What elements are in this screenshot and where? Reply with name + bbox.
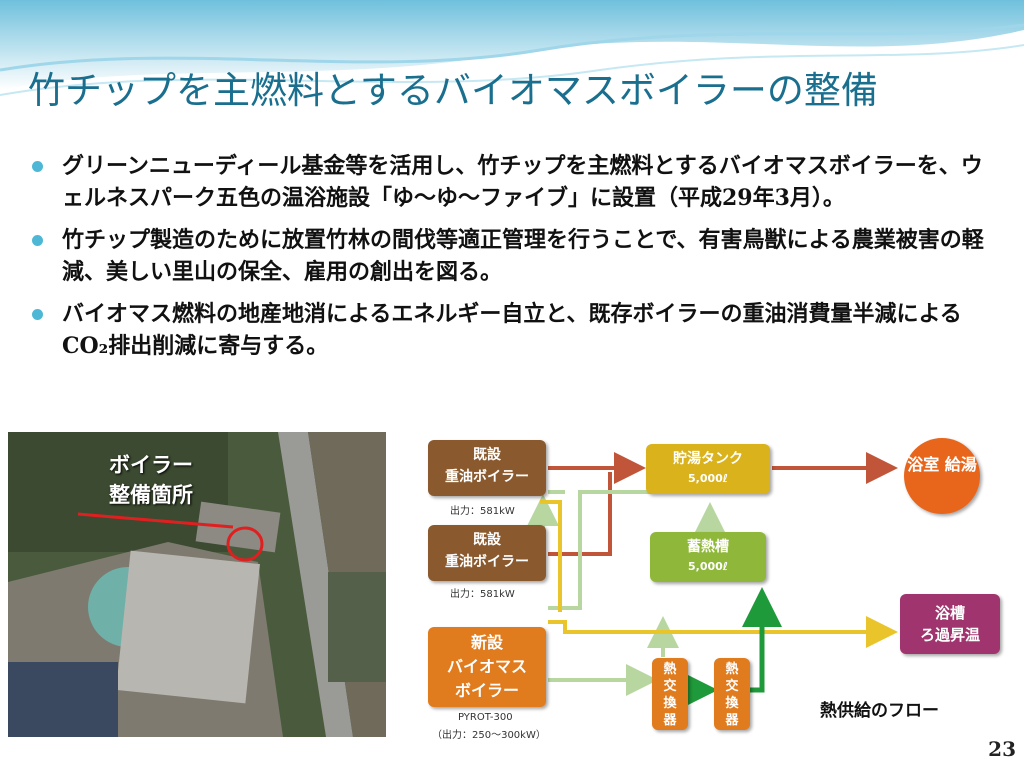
box-label: 5,000ℓ xyxy=(688,560,728,573)
heat-exchanger-2: 熱交換器 xyxy=(714,658,750,730)
box-label: ろ過昇温 xyxy=(919,626,980,644)
box-label: 既設 xyxy=(473,532,501,548)
box-label: 重油ボイラー xyxy=(445,554,529,570)
flow-arrows xyxy=(527,452,898,710)
aerial-photo-drawing xyxy=(8,432,386,737)
box-label: 貯湯タンク xyxy=(673,451,743,467)
bullet-list: グリーンニューディール基金等を活用し、竹チップを主燃料とするバイオマスボイラーを… xyxy=(32,150,992,372)
box-label: 5,000ℓ xyxy=(688,472,728,485)
box-label: 新設 xyxy=(470,633,503,652)
aerial-photo: ボイラー 整備箇所 xyxy=(8,432,386,737)
boiler-2-caption: 出力：581kW xyxy=(450,589,515,600)
bullet-dot-icon xyxy=(32,235,43,246)
box-label: 既設 xyxy=(473,447,501,463)
hot-water-tank: 貯湯タンク 5,000ℓ xyxy=(646,444,770,494)
boiler-1-caption: 出力：581kW xyxy=(450,506,515,517)
box-label: 熱交換器 xyxy=(663,662,677,728)
flow-title: 熱供給のフロー xyxy=(820,701,939,721)
box-label: 熱交換器 xyxy=(725,662,739,728)
box-label: ボイラー xyxy=(454,681,519,700)
existing-oil-boiler-2: 既設 重油ボイラー xyxy=(428,525,546,581)
photo-label-line: ボイラー xyxy=(109,453,193,477)
bullet-text: 竹チップ製造のために放置竹林の間伐等適正管理を行うことで、有害鳥獣による農業被害… xyxy=(62,227,984,285)
slide-title: 竹チップを主燃料とするバイオマスボイラーの整備 xyxy=(28,69,878,112)
box-label: 浴室 xyxy=(907,455,940,474)
bullet-dot-icon xyxy=(32,309,43,320)
bullet-item: グリーンニューディール基金等を活用し、竹チップを主燃料とするバイオマスボイラーを… xyxy=(32,150,992,214)
heat-storage-tank: 蓄熱槽 5,000ℓ xyxy=(650,532,766,582)
box-label: 重油ボイラー xyxy=(445,469,529,485)
bullet-text: グリーンニューディール基金等を活用し、竹チップを主燃料とするバイオマスボイラーを… xyxy=(62,153,983,211)
bullet-text: バイオマス燃料の地産地消によるエネルギー自立と、既存ボイラーの重油消費量半減によ… xyxy=(62,301,962,359)
biomass-output-caption: （出力：250～300kW） xyxy=(432,730,546,741)
bullet-item: バイオマス燃料の地産地消によるエネルギー自立と、既存ボイラーの重油消費量半減によ… xyxy=(32,298,992,362)
box-label: バイオマス xyxy=(446,657,527,676)
photo-label-line: 整備箇所 xyxy=(109,483,193,507)
box-label: 蓄熱槽 xyxy=(687,539,729,555)
page-number: 23 xyxy=(988,737,1016,761)
bathtub-filter-heating: 浴槽 ろ過昇温 xyxy=(900,594,1000,654)
box-label: 給湯 xyxy=(944,455,977,474)
bath-hot-water-supply: 浴室 給湯 xyxy=(904,438,980,514)
bullet-item: 竹チップ製造のために放置竹林の間伐等適正管理を行うことで、有害鳥獣による農業被害… xyxy=(32,224,992,288)
header-wave-decoration xyxy=(0,0,1024,96)
bullet-dot-icon xyxy=(32,161,43,172)
box-label: 浴槽 xyxy=(934,604,965,622)
heat-flow-diagram: 既設 重油ボイラー 出力：581kW 既設 重油ボイラー 出力：581kW 新設… xyxy=(420,432,1020,750)
existing-oil-boiler-1: 既設 重油ボイラー xyxy=(428,440,546,496)
photo-label: ボイラー 整備箇所 xyxy=(86,450,216,510)
biomass-model-caption: PYROT-300 xyxy=(458,712,513,723)
new-biomass-boiler: 新設 バイオマス ボイラー xyxy=(428,627,546,707)
heat-exchanger-1: 熱交換器 xyxy=(652,658,688,730)
